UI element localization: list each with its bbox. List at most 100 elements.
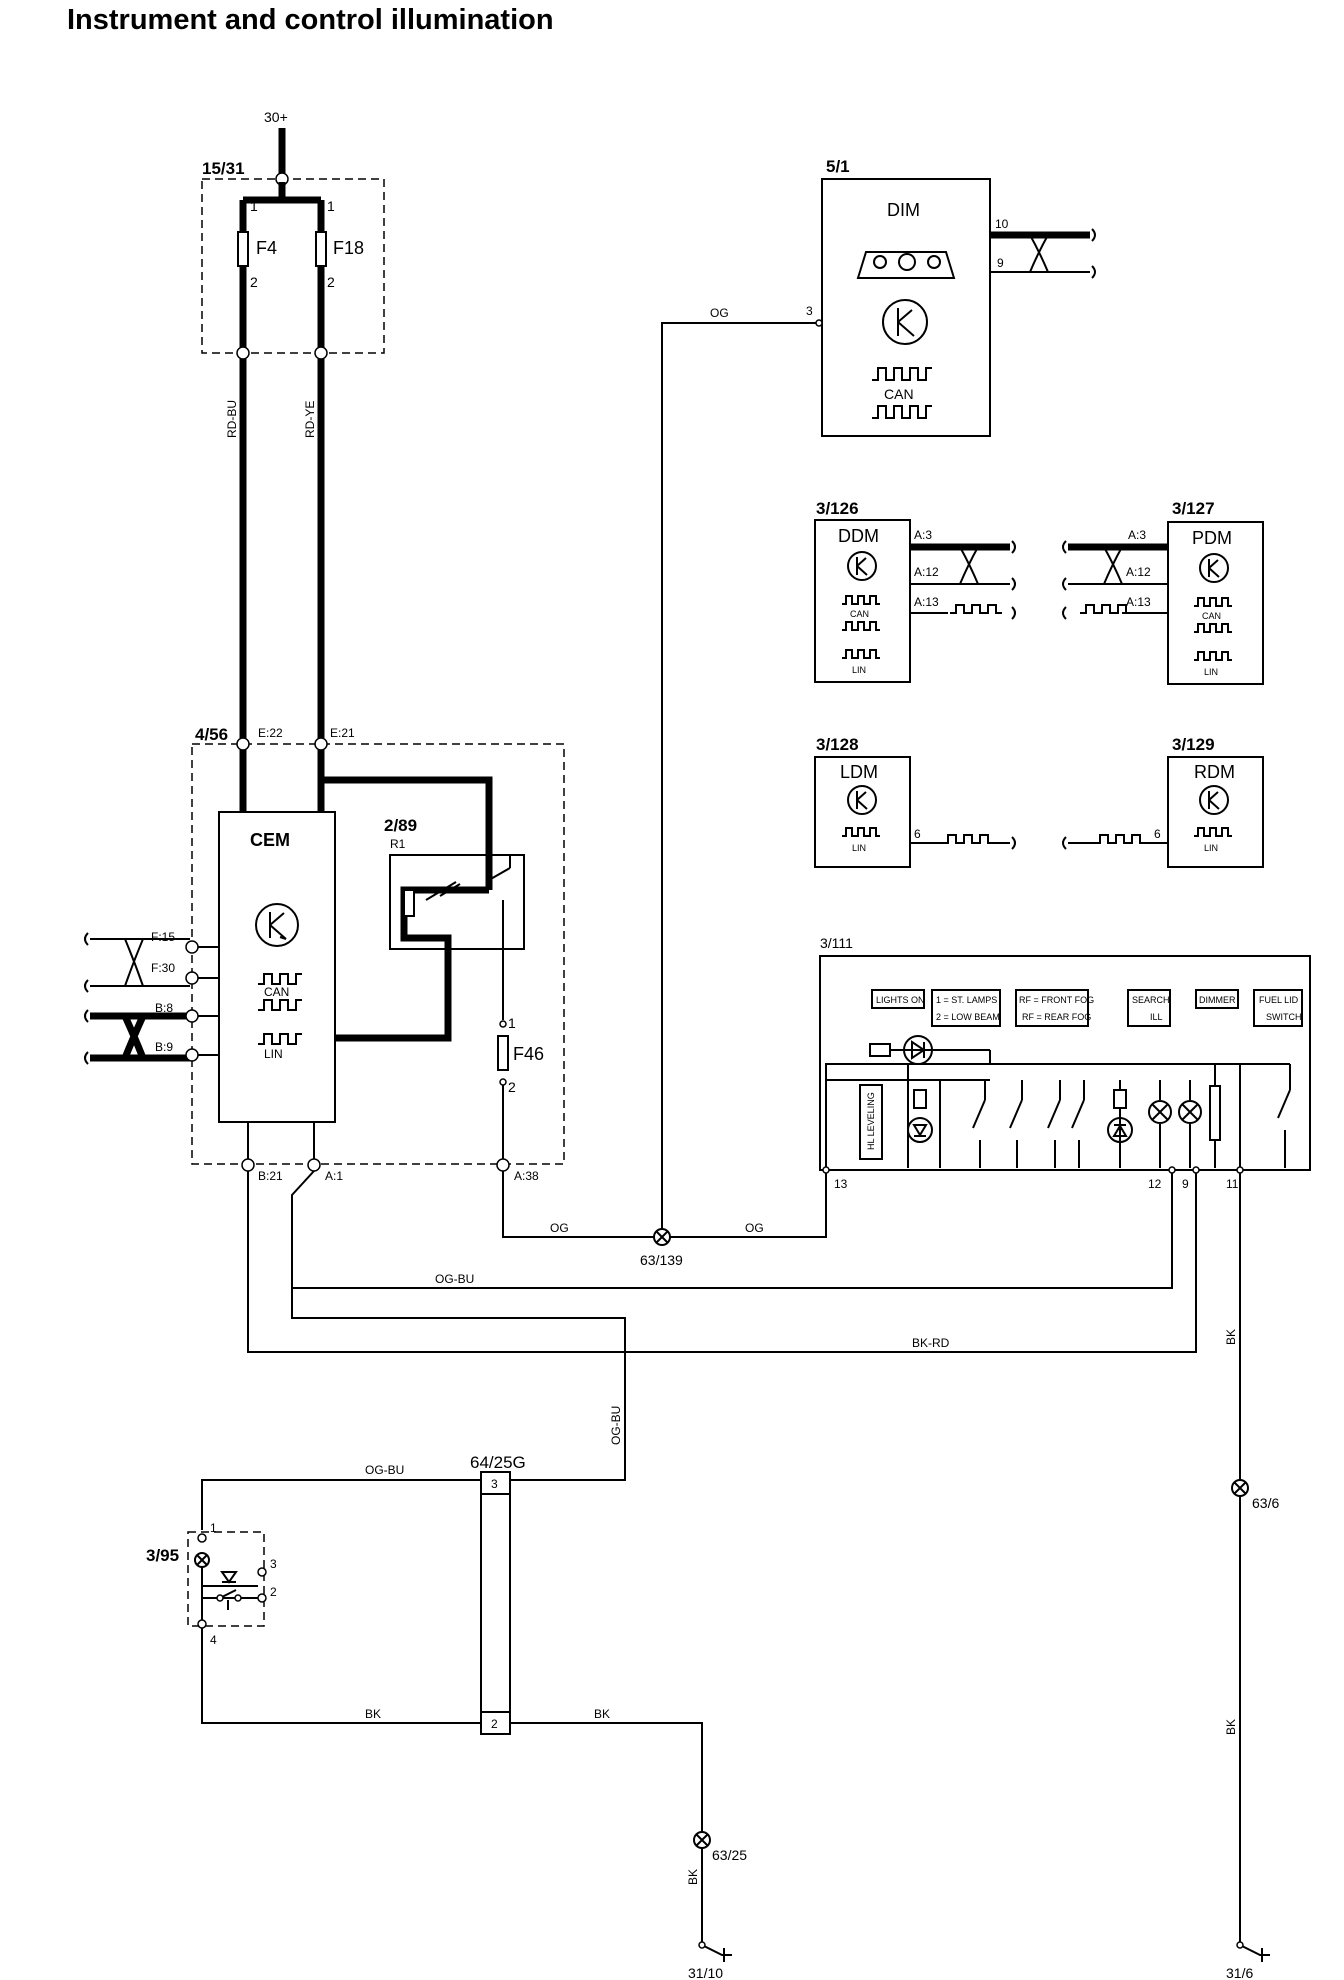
splice-63-139-label: 63/139 xyxy=(640,1252,683,1268)
svg-text:2: 2 xyxy=(491,1717,498,1731)
svg-text:A:1: A:1 xyxy=(325,1169,343,1183)
cem-module xyxy=(218,811,336,1123)
svg-text:OG: OG xyxy=(550,1221,569,1235)
svg-text:BK: BK xyxy=(365,1707,381,1721)
svg-text:A:3: A:3 xyxy=(914,528,932,542)
svg-text:SWITCH: SWITCH xyxy=(1266,1012,1302,1022)
svg-text:6: 6 xyxy=(914,827,921,841)
ldm-code: 3/128 xyxy=(816,735,859,754)
pdm-label: PDM xyxy=(1192,528,1232,548)
svg-text:OG: OG xyxy=(710,306,729,320)
wire-bk-ground-left xyxy=(510,1722,703,1945)
cem-can-label: CAN xyxy=(264,985,289,999)
svg-text:LIN: LIN xyxy=(852,843,866,853)
svg-text:HL LEVELING: HL LEVELING xyxy=(866,1092,876,1150)
svg-text:2 = LOW BEAM: 2 = LOW BEAM xyxy=(936,1012,1000,1022)
svg-text:9: 9 xyxy=(1182,1177,1189,1191)
illumination-led-icon xyxy=(903,1035,933,1065)
fuse-f18-symbol xyxy=(315,231,327,267)
svg-text:DIMMER: DIMMER xyxy=(1199,995,1236,1005)
svg-text:OG-BU: OG-BU xyxy=(365,1463,404,1477)
svg-text:B:21: B:21 xyxy=(258,1169,283,1183)
svg-text:4: 4 xyxy=(210,1633,217,1647)
rdm-code: 3/129 xyxy=(1172,735,1215,754)
svg-text:OG-BU: OG-BU xyxy=(435,1272,474,1286)
wire-og-bu-connector xyxy=(291,1288,626,1481)
svg-text:RF = FRONT FOG: RF = FRONT FOG xyxy=(1019,995,1094,1005)
svg-text:RF = REAR FOG: RF = REAR FOG xyxy=(1022,1012,1091,1022)
connector-64-25g xyxy=(480,1471,511,1735)
ground-symbol xyxy=(701,1944,732,1962)
rdm-lin-pin: 6 xyxy=(1062,827,1168,850)
relay-supply-wire xyxy=(321,776,493,890)
svg-text:1: 1 xyxy=(210,1521,217,1535)
relay-label: R1 xyxy=(390,837,406,851)
fuse-f46-label: F46 xyxy=(513,1044,544,1064)
cem-outline xyxy=(191,743,565,1165)
ddm-module xyxy=(814,519,911,683)
svg-text:1: 1 xyxy=(250,198,258,214)
dim-can-signal-icon xyxy=(872,367,932,381)
rdm-module xyxy=(1167,756,1264,868)
fuse-f18-label: F18 xyxy=(333,238,364,258)
relay-coil-wire xyxy=(335,886,489,1042)
dimmer-rheostat-icon xyxy=(1209,1085,1221,1141)
switch-module-circuit xyxy=(825,1035,1291,1168)
svg-text:OG: OG xyxy=(745,1221,764,1235)
svg-text:1: 1 xyxy=(508,1015,516,1031)
power-source-label: 30+ xyxy=(264,109,288,125)
dim-can-label: CAN xyxy=(884,386,914,402)
svg-text:F:15: F:15 xyxy=(151,930,175,944)
svg-text:11: 11 xyxy=(1226,1177,1239,1191)
svg-text:LIN: LIN xyxy=(1204,667,1218,677)
diagram-title: Instrument and control illumination xyxy=(67,4,554,36)
svg-text:ILL: ILL xyxy=(1150,1012,1163,1022)
fuse-box-code: 15/31 xyxy=(202,159,245,178)
ground-symbol xyxy=(1239,1944,1270,1962)
svg-text:E:22: E:22 xyxy=(258,726,283,740)
svg-text:1: 1 xyxy=(327,198,335,214)
svg-text:E:21: E:21 xyxy=(330,726,355,740)
relay-switch-contact xyxy=(488,855,511,1020)
svg-text:LIN: LIN xyxy=(852,665,866,675)
cem-can-bus-pins: F:15 F:30 xyxy=(84,930,219,993)
wire-og-bu-dimmer xyxy=(201,1479,481,1530)
svg-text:6: 6 xyxy=(1154,827,1161,841)
wire-bk-rd xyxy=(247,1171,1197,1353)
svg-text:A:12: A:12 xyxy=(1126,565,1151,579)
svg-text:B:8: B:8 xyxy=(155,1001,173,1015)
ldm-label: LDM xyxy=(840,762,878,782)
dimmer-diode-icon xyxy=(220,1571,238,1584)
svg-text:LIN: LIN xyxy=(1204,843,1218,853)
svg-text:BK: BK xyxy=(1224,1329,1238,1345)
splice-63-25-label: 63/25 xyxy=(712,1847,747,1863)
wire-og-bu-switch xyxy=(291,1170,1173,1289)
svg-text:13: 13 xyxy=(834,1177,848,1191)
svg-text:F:30: F:30 xyxy=(151,961,175,975)
svg-text:3: 3 xyxy=(491,1477,498,1491)
rdm-label: RDM xyxy=(1194,762,1235,782)
dim-processor-icon xyxy=(882,299,928,345)
svg-text:FUEL LID: FUEL LID xyxy=(1259,995,1299,1005)
cem-lin-bus-pins: B:8 B:9 xyxy=(84,1001,219,1065)
switch-module-code: 3/111 xyxy=(820,935,853,951)
svg-text:A:3: A:3 xyxy=(1128,528,1146,542)
svg-text:A:38: A:38 xyxy=(514,1169,539,1183)
dim-module xyxy=(821,178,991,437)
svg-text:OG-BU: OG-BU xyxy=(609,1406,623,1445)
dim-can-bus-output: 10 9 xyxy=(990,217,1096,279)
svg-text:BK-RD: BK-RD xyxy=(912,1336,950,1350)
cem-code: 4/56 xyxy=(195,725,228,744)
svg-text:9: 9 xyxy=(997,256,1004,270)
ddm-label: DDM xyxy=(838,526,879,546)
cem-lin-label: LIN xyxy=(264,1047,283,1061)
svg-text:3: 3 xyxy=(806,304,813,318)
wire-og-to-dim xyxy=(661,322,819,1237)
svg-text:2: 2 xyxy=(270,1585,277,1599)
wire-rd-bu-label: RD-BU xyxy=(225,400,239,438)
svg-text:10: 10 xyxy=(995,217,1009,231)
svg-text:BK: BK xyxy=(1224,1719,1238,1735)
ldm-lin-pin: 6 xyxy=(910,827,1016,850)
connector-code: 64/25G xyxy=(470,1453,526,1472)
